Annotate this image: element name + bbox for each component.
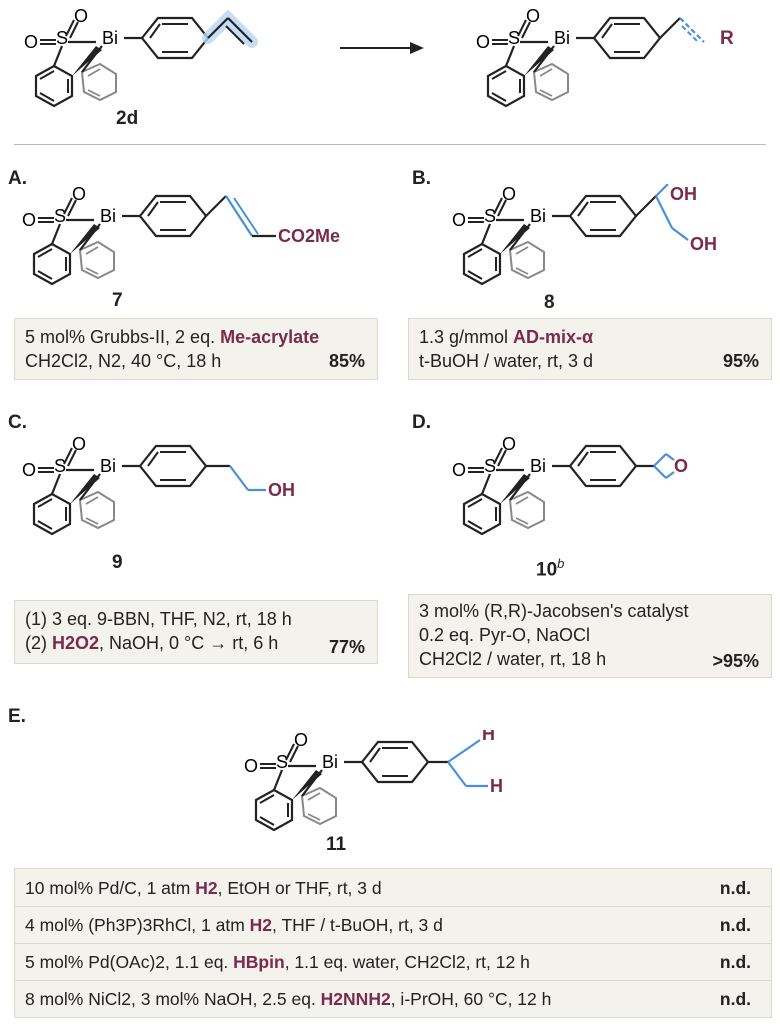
o-atom-left: O bbox=[24, 32, 38, 52]
result-nd: n.d. bbox=[719, 915, 751, 935]
compound-2d: 2d bbox=[116, 108, 139, 129]
svg-text:Bi: Bi bbox=[100, 206, 116, 226]
svg-text:O: O bbox=[22, 460, 36, 480]
svg-text:Bi: Bi bbox=[530, 206, 546, 226]
row-divider bbox=[15, 980, 771, 981]
s-atom: S bbox=[56, 28, 68, 48]
row-divider bbox=[15, 943, 771, 944]
svg-text:S: S bbox=[484, 206, 496, 226]
result-nd: n.d. bbox=[719, 989, 751, 1009]
panel-b-structure: S O O Bi OH OH bbox=[452, 184, 717, 286]
oh-group: OH bbox=[268, 480, 295, 500]
panel-d-label: D. bbox=[412, 412, 431, 433]
svg-text:O: O bbox=[452, 210, 466, 230]
svg-text:Bi: Bi bbox=[322, 752, 338, 772]
table-row: 8 mol% NiCl2, 3 mol% NaOH, 2.5 eq. H2NNH… bbox=[25, 982, 761, 1016]
compound-11: 11 bbox=[326, 834, 347, 855]
svg-text:O: O bbox=[476, 32, 490, 52]
compound-7: 7 bbox=[112, 290, 123, 311]
svg-text:Bi: Bi bbox=[100, 456, 116, 476]
svg-text:S: S bbox=[54, 206, 66, 226]
svg-text:O: O bbox=[502, 184, 516, 204]
divider bbox=[14, 144, 766, 145]
svg-text:O: O bbox=[72, 434, 86, 454]
svg-text:O: O bbox=[526, 6, 540, 26]
oh-group-1: OH bbox=[670, 184, 697, 204]
bi-atom: Bi bbox=[102, 28, 118, 48]
oh-group-2: OH bbox=[690, 234, 717, 254]
panel-c-yield: 77% bbox=[328, 637, 365, 657]
svg-text:S: S bbox=[508, 28, 520, 48]
epoxide-o: O bbox=[674, 456, 688, 476]
panel-a-structure: S O O Bi CO2Me bbox=[22, 184, 340, 286]
svg-text:Bi: Bi bbox=[554, 28, 570, 48]
panel-b-conditions: 1.3 g/mmol AD-mix-α t-BuOH / water, rt, … bbox=[408, 318, 772, 380]
panel-e-conditions-table: 10 mol% Pd/C, 1 atm H2, EtOH or THF, rt,… bbox=[14, 868, 772, 1018]
h-atom-1: H bbox=[482, 730, 495, 744]
panel-e-label: E. bbox=[8, 706, 26, 727]
panel-c-label: C. bbox=[8, 412, 27, 433]
svg-text:O: O bbox=[22, 210, 36, 230]
h-atom-2: H bbox=[490, 776, 503, 796]
panel-d-yield: >95% bbox=[712, 651, 759, 671]
panel-b-label: B. bbox=[412, 168, 431, 189]
panel-a-yield: 85% bbox=[328, 351, 365, 371]
svg-text:S: S bbox=[54, 456, 66, 476]
o-atom-top: O bbox=[74, 6, 88, 26]
compound-10: 10b bbox=[536, 556, 565, 581]
co2me-group: CO2Me bbox=[278, 226, 340, 246]
panel-d-conditions: 3 mol% (R,R)-Jacobsen's catalyst 0.2 eq.… bbox=[408, 594, 772, 678]
svg-text:O: O bbox=[502, 434, 516, 454]
svg-text:O: O bbox=[72, 184, 86, 204]
svg-text:O: O bbox=[244, 756, 258, 776]
result-nd: n.d. bbox=[719, 952, 751, 972]
panel-c-conditions: (1) 3 eq. 9-BBN, THF, N2, rt, 18 h (2) H… bbox=[14, 600, 378, 664]
panel-d-structure: S O O Bi O bbox=[452, 434, 688, 536]
panel-a-conditions: 5 mol% Grubbs-II, 2 eq. Me-acrylate CH2C… bbox=[14, 318, 378, 380]
table-row: 10 mol% Pd/C, 1 atm H2, EtOH or THF, rt,… bbox=[25, 871, 761, 905]
svg-text:O: O bbox=[294, 730, 308, 750]
svg-text:Bi: Bi bbox=[530, 456, 546, 476]
table-row: 5 mol% Pd(OAc)2, 1.1 eq. HBpin, 1.1 eq. … bbox=[25, 945, 761, 979]
r-substituent: R bbox=[720, 28, 734, 49]
panel-a-label: A. bbox=[8, 168, 27, 189]
reaction-arrow bbox=[340, 42, 424, 54]
svg-text:S: S bbox=[276, 752, 288, 772]
panel-c-structure: S O O Bi OH bbox=[22, 434, 295, 536]
compound-9: 9 bbox=[112, 552, 123, 573]
row-divider bbox=[15, 906, 771, 907]
panel-e-structure: S O O Bi H H bbox=[244, 730, 503, 832]
result-nd: n.d. bbox=[719, 878, 751, 898]
scheme-start-structure: S O O Bi bbox=[24, 6, 258, 108]
panel-b-yield: 95% bbox=[722, 351, 759, 371]
svg-text:S: S bbox=[484, 456, 496, 476]
scheme-product-structure: S O O Bi R bbox=[476, 6, 734, 108]
svg-text:O: O bbox=[452, 460, 466, 480]
compound-8: 8 bbox=[544, 292, 555, 313]
table-row: 4 mol% (Ph3P)3RhCl, 1 atm H2, THF / t-Bu… bbox=[25, 908, 761, 942]
